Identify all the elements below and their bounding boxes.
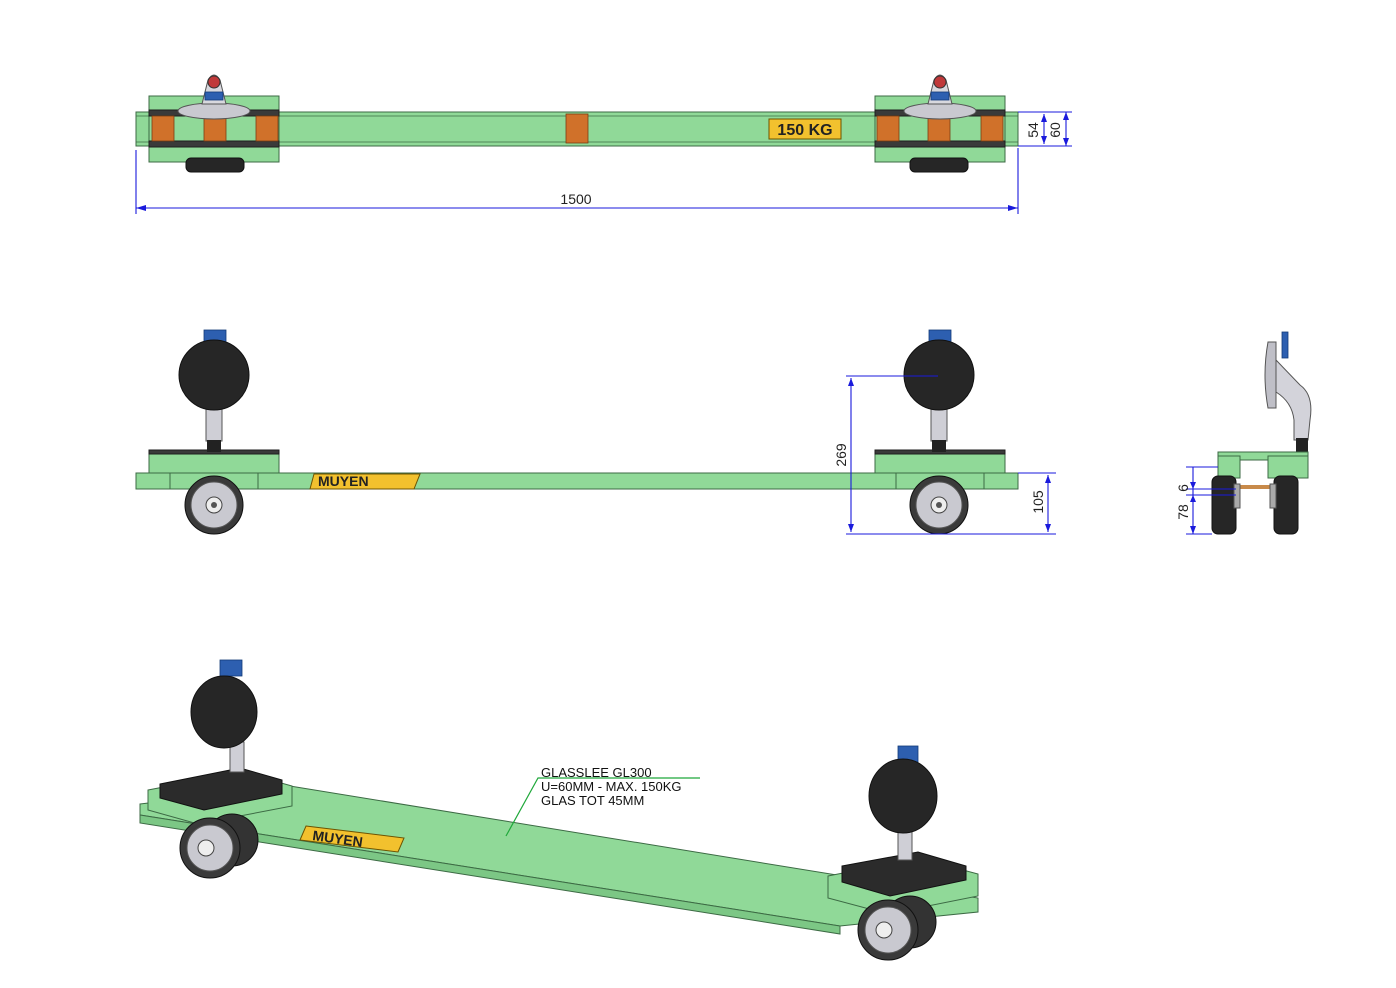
iso-brand-logo: MUYEN <box>312 827 364 850</box>
dim-height-outer: 60 <box>1047 122 1063 138</box>
iso-logo-plate <box>299 825 405 853</box>
top-middle-pad <box>565 113 589 144</box>
top-right-cup <box>903 102 977 120</box>
iso-left-suction-cup <box>190 675 258 749</box>
end-cup-arm <box>1275 358 1312 441</box>
end-view: 6 78 <box>1175 331 1312 535</box>
top-left-cup <box>177 102 251 120</box>
iso-note-line3: GLAS TOT 45MM <box>541 793 644 808</box>
dim-length: 1500 <box>560 191 591 207</box>
dim-total-height: 269 <box>833 443 849 467</box>
side-left-suction-cup <box>178 339 250 411</box>
end-left-wheel <box>1211 475 1237 535</box>
top-view: 150 KG 1500 54 60 <box>135 74 1072 214</box>
dim-frame-height: 105 <box>1030 490 1046 514</box>
iso-note-line2: U=60MM - MAX. 150KG <box>541 779 682 794</box>
dim-wheel-height: 78 <box>1175 504 1191 520</box>
side-brand-logo: MUYEN <box>318 473 369 489</box>
iso-note-line1: GLASSLEE GL300 <box>541 765 652 780</box>
load-label: 150 KG <box>777 122 832 139</box>
side-beam <box>135 472 1019 490</box>
iso-view: MUYEN GLASSLEE GL300 U=60MM - MAX. 150KG… <box>139 659 979 961</box>
dim-gap: 6 <box>1175 484 1191 492</box>
end-right-wheel <box>1273 475 1299 535</box>
iso-note-leader <box>505 777 700 837</box>
side-left-base <box>148 452 280 474</box>
iso-right-suction-cup <box>868 758 938 834</box>
side-right-suction-cup <box>903 339 975 411</box>
side-view: MUYEN 269 105 <box>135 329 1056 535</box>
dim-height-inner: 54 <box>1025 122 1041 138</box>
side-logo-plate <box>309 473 421 490</box>
side-right-base <box>874 452 1006 474</box>
load-badge <box>768 118 842 140</box>
